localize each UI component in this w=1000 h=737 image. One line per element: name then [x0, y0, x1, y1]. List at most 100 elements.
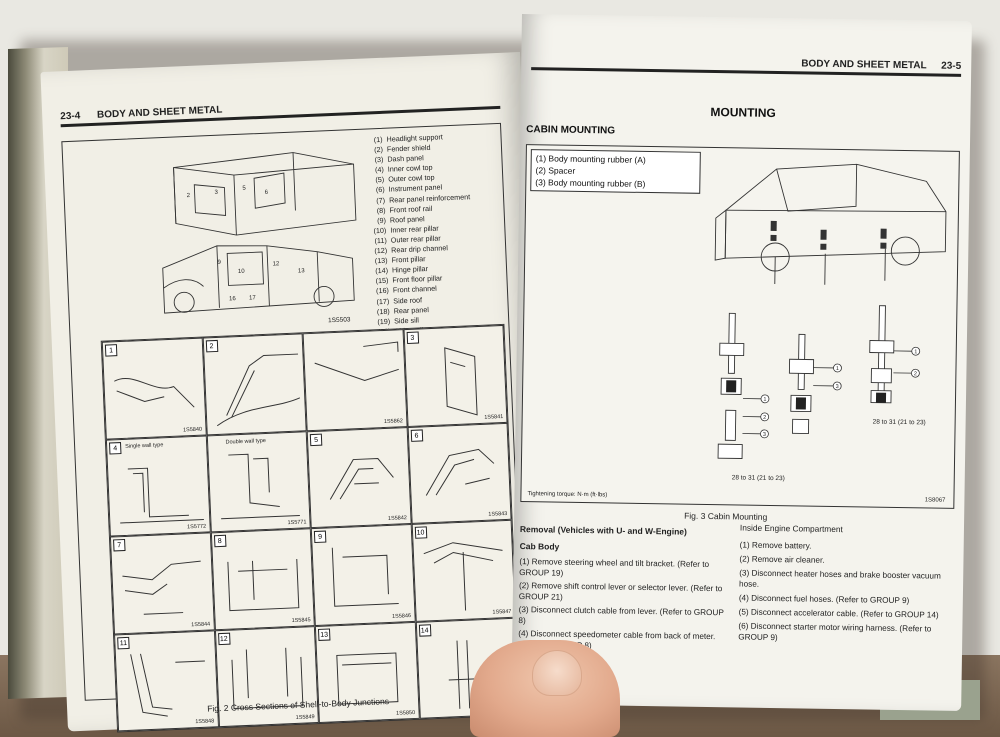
cross-section-sketch: [120, 467, 204, 523]
cell-number: 4: [108, 441, 122, 455]
engine-step: (2) Remove air cleaner.: [739, 554, 825, 565]
left-page: 23-4 BODY AND SHEET METAL: [40, 52, 548, 733]
cell-code: 1S5843: [488, 510, 508, 518]
cross-section-sketch: [443, 347, 478, 416]
figure-3-caption: Fig. 3 Cabin Mounting: [684, 510, 768, 522]
cross-section-sketch: [114, 378, 195, 408]
engine-step: (1) Remove battery.: [739, 540, 812, 551]
figure-3-frame: 1 2 3 1 3 1 2 (1) Body mounting rubber (A)(2…: [520, 144, 960, 509]
cross-section-sketch: [331, 547, 399, 607]
cell-code: 1S5862: [383, 417, 403, 425]
cell-code: 1S5840: [182, 426, 203, 433]
svg-text:16: 16: [229, 296, 237, 302]
engine-step: (4) Disconnect fuel hoses. (Refer to GRO…: [738, 593, 910, 606]
cross-section-cell: 11 1S5848: [114, 629, 219, 732]
svg-text:17: 17: [249, 295, 257, 301]
cell-code: 1S5847: [492, 608, 512, 616]
cross-section-cell: 3 1S5841: [403, 324, 508, 427]
figure-3-legend-item: (3) Body mounting rubber (B): [535, 177, 646, 189]
cross-section-sketch: [216, 353, 300, 427]
figure-3-code: 1S8067: [924, 497, 946, 504]
cross-section-sketch: [336, 651, 399, 705]
cross-section-sketch: [226, 559, 299, 612]
cell-code: 1S5842: [387, 515, 408, 522]
subsection-cabin-mounting: CABIN MOUNTING: [526, 124, 616, 137]
cell-code: 1S5848: [195, 718, 215, 726]
torque-value-1: 28 to 31 (21 to 23): [731, 474, 785, 483]
engine-compartment-column: Inside Engine Compartment (1) Remove bat…: [738, 522, 952, 648]
svg-text:6: 6: [265, 190, 269, 196]
cross-section-cell: 13 1S5850: [314, 621, 420, 724]
cross-section-sketch: [130, 653, 205, 717]
cross-section-cell: 9 1S5846: [310, 523, 416, 626]
cab-body-step: (3) Disconnect clutch cable from lever. …: [518, 605, 724, 626]
removal-heading: Removal (Vehicles with U- and W-Engine): [519, 524, 687, 537]
left-header-title: BODY AND SHEET METAL: [96, 104, 223, 121]
cell-number: 2: [205, 339, 218, 353]
cross-section-cell: 5 1S5842: [306, 426, 412, 529]
svg-text:12: 12: [273, 261, 281, 267]
cross-section-sketch: [425, 448, 494, 496]
cell-number: 9: [313, 530, 327, 544]
torque-value-2: 28 to 31 (21 to 23): [872, 418, 926, 427]
cross-section-cell: 1 1S5840: [101, 337, 207, 440]
thumb-holding-page: [470, 640, 620, 737]
cell-code: 1S5849: [295, 714, 315, 721]
cell-number: 8: [213, 534, 226, 548]
right-page-number: 23-5: [941, 60, 962, 72]
part-legend: (1)Headlight support(2)Fender shield(3)D…: [362, 130, 509, 358]
cell-code: 1S5846: [391, 612, 412, 620]
engine-step: (5) Disconnect accelerator cable. (Refer…: [738, 607, 939, 620]
cell-code: 1S5844: [191, 620, 211, 628]
cell-number: 10: [414, 526, 427, 539]
cell-number: 13: [317, 627, 331, 641]
cell-code: 1S5772: [187, 523, 207, 531]
thumbnail: [532, 650, 582, 696]
svg-text:2: 2: [914, 371, 917, 377]
left-page-header: 23-4 BODY AND SHEET METAL: [60, 92, 501, 128]
cab-body-step: (1) Remove steering wheel and tilt brack…: [519, 557, 710, 578]
cell-number: 7: [113, 538, 126, 552]
cross-section-cell: 7 1S5844: [109, 532, 215, 635]
cross-section-sketch: [423, 542, 503, 611]
cell-number: 3: [406, 331, 419, 345]
engine-steps: (1) Remove battery. (2) Remove air cleane…: [738, 539, 952, 645]
engine-step: (3) Disconnect heater hoses and brake bo…: [739, 568, 941, 589]
engine-step: (6) Disconnect starter motor wiring harn…: [738, 621, 932, 643]
right-page: BODY AND SHEET METAL 23-5 MOUNTING CABIN…: [511, 14, 972, 711]
svg-text:1: 1: [914, 349, 917, 355]
cross-section-cell: 6 1S5843: [407, 422, 512, 524]
cell-number: 12: [217, 632, 231, 645]
right-page-header: BODY AND SHEET METAL 23-5: [531, 54, 962, 77]
cross-section-cell: 10 1S5847: [411, 519, 516, 622]
cell-code: 1S5841: [484, 413, 504, 421]
svg-text:1: 1: [763, 397, 766, 403]
cell-code: 1S5845: [291, 616, 311, 624]
cross-section-sketch: [314, 341, 399, 382]
cell-number: 6: [410, 428, 423, 442]
svg-text:2: 2: [187, 193, 191, 199]
cell-number: 11: [117, 636, 130, 649]
cabin-mounting-drawing: 1 2 3 1 3 1 2: [714, 163, 947, 459]
cross-section-sketch: [230, 647, 303, 709]
right-header-title: BODY AND SHEET METAL: [801, 58, 927, 72]
cross-section-cell: 12 1S5849: [214, 625, 319, 728]
svg-text:9: 9: [217, 260, 221, 266]
svg-text:5: 5: [242, 186, 246, 192]
svg-text:2: 2: [763, 415, 766, 421]
cab-body-heading: Cab Body: [519, 541, 560, 552]
cell-code: 1S5850: [396, 709, 416, 717]
figure-3-legend: (1) Body mounting rubber (A)(2) Spacer(3…: [530, 149, 701, 194]
cell-number: 1: [104, 344, 118, 357]
svg-text:3: 3: [763, 432, 766, 438]
svg-text:3: 3: [836, 384, 839, 390]
svg-text:1: 1: [836, 366, 839, 372]
svg-text:10: 10: [238, 269, 246, 275]
cell-number: 5: [309, 433, 323, 446]
cell-number: 14: [418, 623, 431, 637]
